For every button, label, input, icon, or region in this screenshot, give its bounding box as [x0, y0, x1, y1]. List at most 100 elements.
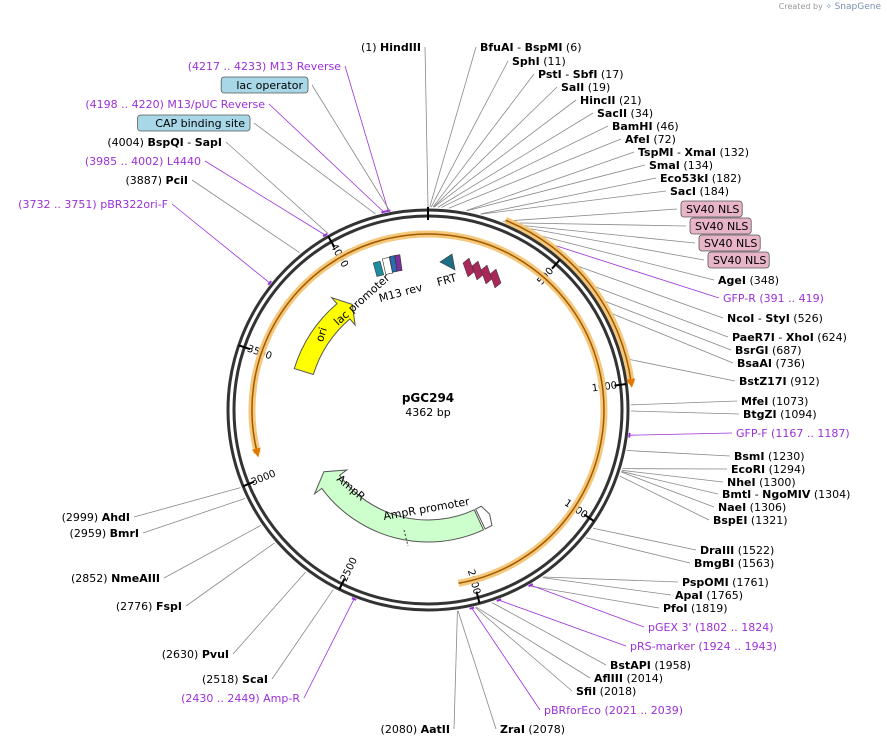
left-label[interactable]: (4198 .. 4220) M13/pUC Reverse: [85, 98, 265, 111]
right-label[interactable]: pRS-marker (1924 .. 1943): [630, 640, 777, 653]
left-label[interactable]: lac operator: [236, 79, 303, 92]
feature-box[interactable]: [137, 114, 251, 132]
right-label[interactable]: BamHI (46): [612, 120, 679, 133]
left-label[interactable]: (2776) FspI: [116, 600, 182, 613]
lac-features[interactable]: [372, 254, 403, 277]
leader-line: [432, 73, 535, 208]
enzyme-name: SmaI: [649, 159, 680, 172]
right-label[interactable]: GFP-R (391 .. 419): [723, 292, 824, 305]
right-label[interactable]: AflIII (2014): [594, 672, 663, 685]
right-label[interactable]: BmtI - NgoMIV (1304): [722, 488, 850, 501]
right-label[interactable]: SacI (184): [670, 185, 729, 198]
right-label[interactable]: BsaAI (736): [737, 357, 805, 370]
primer-site: [267, 280, 272, 286]
right-label[interactable]: SV40 NLS: [713, 254, 766, 267]
feature-box[interactable]: [680, 200, 743, 218]
primer-range: (1167 .. 1187): [771, 427, 850, 440]
left-label[interactable]: (2959) BmrI: [70, 527, 139, 540]
enzyme-name: PfoI: [663, 602, 688, 615]
feature-box[interactable]: [707, 251, 770, 269]
ampr-orf-core: [251, 233, 605, 585]
right-label[interactable]: SmaI (134): [649, 159, 713, 172]
left-label[interactable]: (3732 .. 3751) pBR322ori-F: [18, 198, 168, 211]
enzyme-alt-name: SbfI: [573, 68, 598, 81]
right-label[interactable]: SV40 NLS: [695, 220, 748, 233]
leader-line: [433, 86, 558, 208]
right-label[interactable]: SphI (11): [512, 55, 566, 68]
right-label[interactable]: NaeI (1306): [718, 501, 786, 514]
leader-line: [142, 497, 246, 534]
right-label[interactable]: PspOMI (1761): [682, 576, 769, 589]
primer-site: [628, 432, 631, 438]
left-label[interactable]: (3985 .. 4002) L4440: [85, 155, 201, 168]
ampr-feature[interactable]: [313, 469, 485, 543]
right-label[interactable]: NcoI - StyI (526): [727, 312, 823, 325]
left-label[interactable]: (4004) BspQI - SapI: [107, 136, 222, 149]
right-label[interactable]: BstAPI (1958): [610, 659, 691, 672]
site-position: (1073): [768, 395, 808, 408]
right-label[interactable]: HincII (21): [580, 94, 642, 107]
site-position: (34): [627, 107, 653, 120]
left-label[interactable]: (1) HindIII: [361, 41, 421, 54]
feature-box[interactable]: [220, 76, 309, 94]
right-label[interactable]: BsmI (1230): [734, 450, 805, 463]
right-label[interactable]: BtgZI (1094): [743, 408, 817, 421]
leader-line: [185, 542, 275, 607]
enzyme-name: AflIII: [594, 672, 623, 685]
primer-site: [496, 598, 502, 602]
right-label[interactable]: MfeI (1073): [741, 395, 808, 408]
right-label[interactable]: Eco53kI (182): [660, 172, 741, 185]
right-label[interactable]: PaeR7I - XhoI (624): [732, 331, 847, 344]
right-label[interactable]: NheI (1300): [727, 476, 796, 489]
right-label[interactable]: SalI (19): [561, 81, 610, 94]
right-label[interactable]: BspEI (1321): [713, 514, 788, 527]
left-label[interactable]: (2852) NmeAIII: [71, 572, 160, 585]
left-label[interactable]: (2430 .. 2449) Amp-R: [181, 692, 300, 705]
right-label[interactable]: TspMI - XmaI (132): [638, 146, 749, 159]
primer-site: [381, 210, 387, 214]
right-label[interactable]: EcoRI (1294): [731, 463, 805, 476]
left-label[interactable]: (2630) PvuI: [162, 648, 229, 661]
right-label[interactable]: AgeI (348): [718, 274, 779, 287]
enzyme-name: SacII: [597, 107, 627, 120]
right-label[interactable]: GFP-F (1167 .. 1187): [736, 427, 850, 440]
right-label[interactable]: PfoI (1819): [663, 602, 728, 615]
right-label[interactable]: BsrGI (687): [735, 344, 802, 357]
right-label[interactable]: ApaI (1765): [675, 589, 743, 602]
left-annotations: (1) HindIII (4217 .. 4233) M13 Reverse lac…: [18, 41, 450, 736]
right-label[interactable]: pGEX 3' (1802 .. 1824): [648, 621, 774, 634]
left-label[interactable]: CAP binding site: [155, 117, 245, 130]
tet-feature-arc[interactable]: [442, 231, 604, 376]
right-label[interactable]: PstI - SbfI (17): [538, 68, 624, 81]
left-label[interactable]: (2518) ScaI: [202, 673, 268, 686]
left-label[interactable]: (4217 .. 4233) M13 Reverse: [188, 60, 341, 73]
left-label[interactable]: (2999) AhdI: [62, 511, 130, 524]
primer-name: M13/pUC Reverse: [167, 98, 265, 111]
leader-line: [191, 179, 300, 254]
sv40-nls-arrows[interactable]: [462, 257, 502, 289]
right-label[interactable]: BmgBI (1563): [694, 557, 774, 570]
ampr-promoter-feature[interactable]: [474, 505, 493, 530]
right-label[interactable]: BstZ17I (912): [739, 375, 820, 388]
feature-box[interactable]: [698, 234, 761, 252]
primer-range: (3985 .. 4002): [85, 155, 167, 168]
enzyme-name: AhdI: [102, 511, 130, 524]
right-label[interactable]: pBRforEco (2021 .. 2039): [544, 704, 683, 717]
right-label[interactable]: DraIII (1522): [700, 544, 774, 557]
feature-box[interactable]: [689, 217, 752, 235]
site-position: (1300): [756, 476, 796, 489]
right-label[interactable]: BfuAI - BspMI (6): [480, 41, 582, 54]
right-label[interactable]: SacII (34): [597, 107, 653, 120]
leader-line: [232, 571, 306, 655]
right-label[interactable]: SV40 NLS: [686, 203, 739, 216]
ori-feature[interactable]: [293, 296, 356, 376]
enzyme-name: EcoRI: [731, 463, 765, 476]
left-label[interactable]: (3887) PciI: [125, 174, 188, 187]
left-label[interactable]: (2080) AatII: [381, 723, 450, 736]
right-label[interactable]: AfeI (72): [625, 133, 676, 146]
right-label[interactable]: SV40 NLS: [704, 237, 757, 250]
frt-arrow[interactable]: [439, 253, 456, 271]
right-label[interactable]: ZraI (2078): [500, 723, 565, 736]
right-label[interactable]: SfiI (2018): [576, 685, 636, 698]
